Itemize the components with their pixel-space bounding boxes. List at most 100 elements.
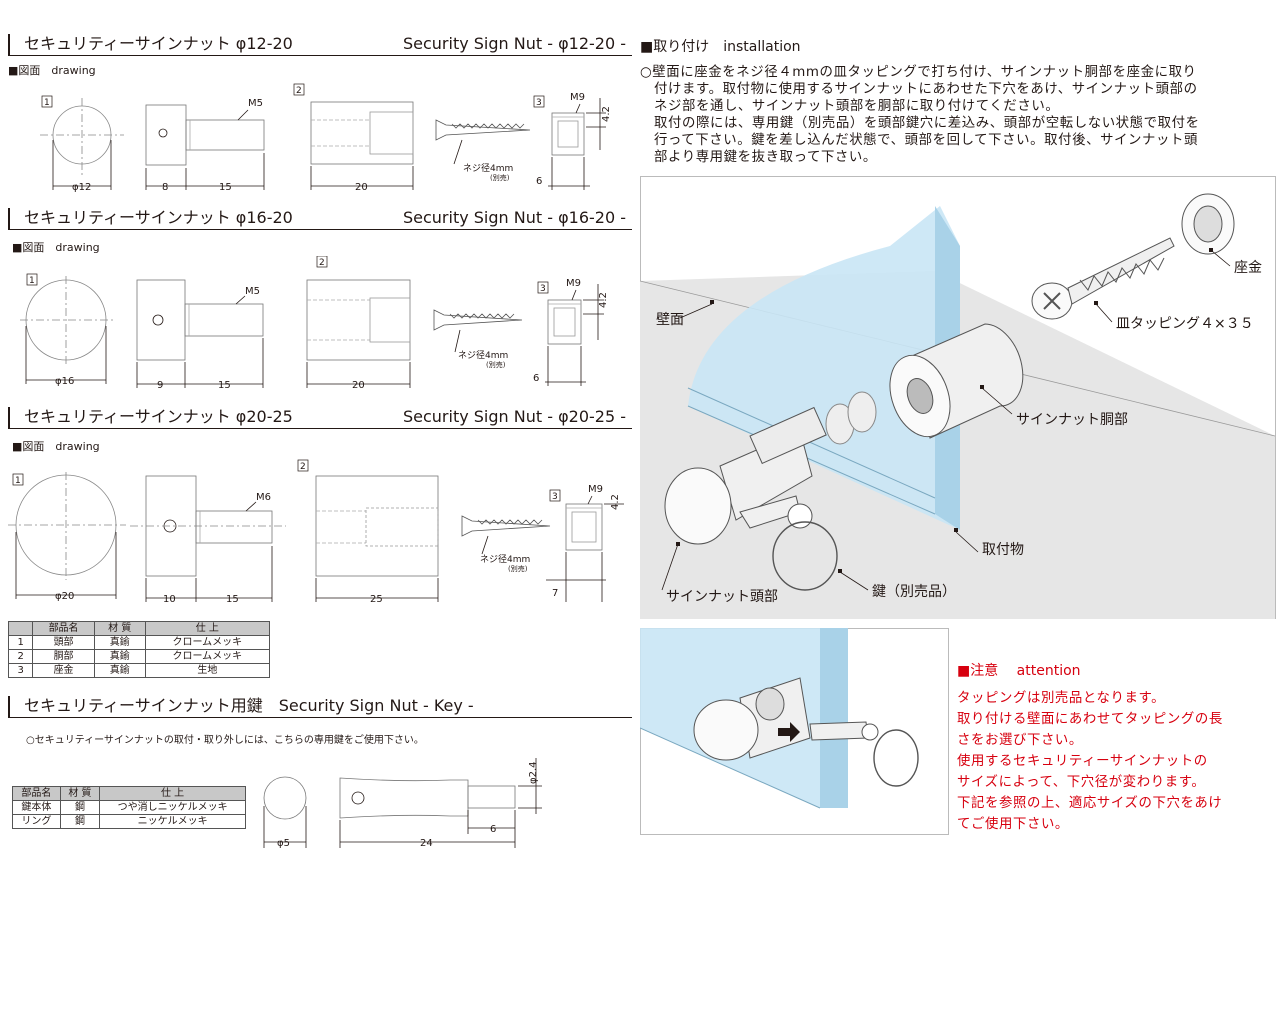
key-drawing: φ5 24 6 φ2.4 [263,758,542,849]
part-1-head-front: 1 φ16 [20,273,115,387]
label-key: 鍵（別売品） [872,584,956,600]
svg-text:2: 2 [296,86,302,96]
attention-box: ■注意 attention タッピングは別売品となります。 取り付ける壁面にあわ… [957,663,1223,832]
part-1-head-side: M5 8 15 [145,98,265,193]
svg-text:3: 3 [540,284,546,294]
svg-text:φ2.4: φ2.4 [528,762,539,785]
part-1-head-side: M6 10 15 [130,475,286,605]
svg-text:ネジ径4mm: ネジ径4mm [463,162,513,174]
label-object: 取付物 [982,542,1024,558]
part-3-washer: 3 M9 4.2 7 [546,484,624,602]
screw-icon: ネジ径4mm (別売) [435,119,531,182]
svg-text:φ5: φ5 [277,838,290,849]
svg-text:6: 6 [490,824,496,835]
label-screw: 皿タッピング４×３５ [1116,316,1254,332]
svg-text:3: 3 [552,492,558,502]
part-1-head-side: M5 9 15 [136,279,264,391]
arrow-right-icon [778,722,800,742]
part-3-washer: 3 M9 4.2 6 [533,278,609,386]
svg-text:ネジ径4mm: ネジ径4mm [458,349,508,361]
section-1-title: セキュリティーサインナット φ12-20 Security Sign Nut -… [8,34,632,56]
svg-text:M9: M9 [588,484,603,495]
svg-text:φ20: φ20 [55,591,74,602]
svg-text:2: 2 [319,258,325,268]
sign-nut-body [889,323,1024,439]
key-section-title: セキュリティーサインナット用鍵 Security Sign Nut - Key … [8,696,632,718]
svg-text:7: 7 [552,588,558,599]
table-row: 鍵本体鋼つや消しニッケルメッキ [12,800,246,815]
svg-text:ネジ径4mm: ネジ径4mm [480,553,530,565]
installation-instructions: ○壁面に座金をネジ径４mmの皿タッピングで打ち付け、サインナット胴部を座金に取り… [640,65,1200,165]
tapping-screw [1031,237,1175,320]
svg-text:20: 20 [352,380,365,391]
section-2-title: セキュリティーサインナット φ16-20 Security Sign Nut -… [8,208,632,230]
svg-text:15: 15 [226,594,239,605]
key-insertion-diagram [640,628,949,835]
key-note: ○セキュリティーサインナットの取付・取り外しには、こちらの専用鍵をご使用下さい。 [26,735,424,746]
screw-icon: ネジ径4mm (別売) [433,309,523,369]
section-3-title: セキュリティーサインナット φ20-25 Security Sign Nut -… [8,407,632,429]
washer-part [1181,193,1235,255]
svg-text:φ16: φ16 [55,376,74,387]
part-2-body: 2 25 [297,459,439,605]
svg-text:(別売): (別売) [508,564,528,573]
svg-text:1: 1 [29,276,35,286]
svg-text:(別売): (別売) [486,360,506,369]
svg-text:25: 25 [370,594,383,605]
svg-text:9: 9 [157,380,163,391]
svg-text:M9: M9 [566,278,581,289]
svg-text:6: 6 [536,176,542,187]
svg-text:4.2: 4.2 [610,494,621,510]
svg-text:10: 10 [163,594,176,605]
glass-object [688,206,960,530]
section-3-drawing: 1 φ20 M6 10 15 2 25 ネジ径4mm (別売) [8,459,624,605]
svg-text:3: 3 [536,98,542,108]
key-with-ring [739,495,838,591]
svg-text:M6: M6 [256,492,271,503]
svg-text:2: 2 [300,462,306,472]
label-head: サインナット頭部 [666,589,778,605]
section-1-drawing: 1 φ12 M5 8 15 2 20 ネジ径4mm (別売) [40,83,612,193]
key-table: 部品名材 質仕 上 鍵本体鋼つや消しニッケルメッキ リング鋼ニッケルメッキ [12,786,246,829]
section-2-drawing: 1 φ16 M5 9 15 2 20 ネジ径4mm (別売) [20,256,609,391]
svg-text:24: 24 [420,838,433,849]
svg-text:φ12: φ12 [72,182,91,193]
part-2-body: 2 20 [293,83,414,193]
svg-text:4.2: 4.2 [601,106,612,122]
svg-text:4.2: 4.2 [598,292,609,308]
key-side-view: 24 6 φ2.4 [339,758,542,849]
label-body: サインナット胴部 [1016,412,1128,428]
svg-text:M5: M5 [245,286,260,297]
part-2-body: 2 20 [306,256,411,391]
installation-diagram: 座金 壁面 皿タッピング４×３５ サインナット胴部 取付物 サインナット頭部 鍵… [640,176,1276,619]
part-1-head-front: 1 φ12 [40,95,124,193]
table-row: リング鋼ニッケルメッキ [12,814,246,829]
label-wall: 壁面 [656,312,684,328]
part-1-head-front: 1 φ20 [8,472,126,602]
section-1-drawing-label: ■図面 drawing [8,64,96,77]
section-2-drawing-label: ■図面 drawing [12,241,100,254]
svg-text:1: 1 [44,98,50,108]
sign-nut-head [664,406,827,545]
svg-text:6: 6 [533,373,539,384]
section-3-drawing-label: ■図面 drawing [12,440,100,453]
label-washer: 座金 [1234,260,1262,276]
installation-heading: ■取り付け installation [640,39,801,55]
svg-text:8: 8 [162,182,168,193]
screw-icon: ネジ径4mm (別売) [461,515,551,573]
part-3-washer: 3 M9 4.2 6 [533,92,612,190]
svg-text:M9: M9 [570,92,585,103]
head-view [693,699,759,761]
svg-text:M5: M5 [248,98,263,109]
svg-text:15: 15 [218,380,231,391]
svg-text:1: 1 [15,476,21,486]
svg-text:15: 15 [219,182,232,193]
key-front-view: φ5 [263,776,307,849]
svg-text:20: 20 [355,182,368,193]
svg-text:(別売): (別売) [490,173,510,182]
attention-title: ■注意 attention [957,663,1081,679]
